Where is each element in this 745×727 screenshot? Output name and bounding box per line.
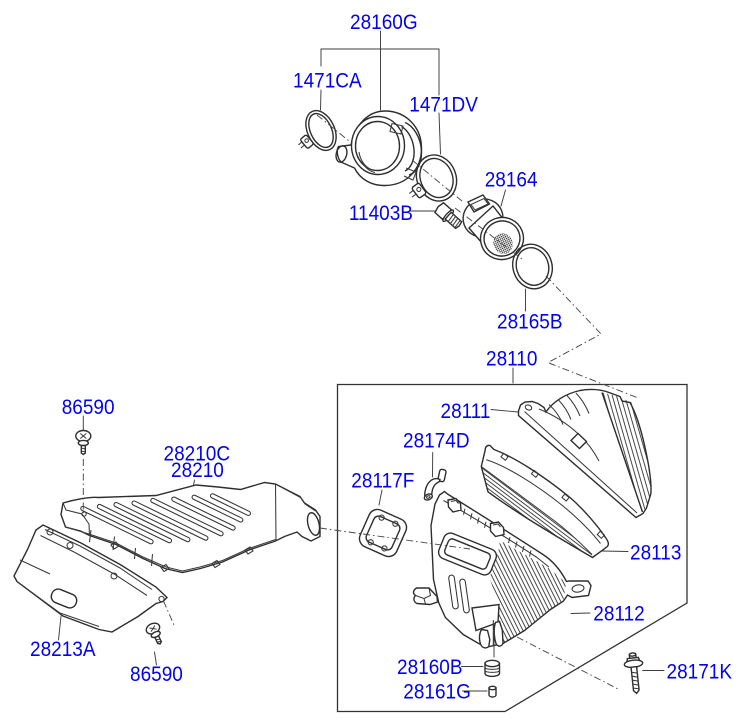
svg-text:28113: 28113 (630, 542, 681, 565)
svg-text:28160G: 28160G (350, 11, 418, 34)
svg-text:86590: 86590 (130, 663, 183, 686)
svg-text:28117F: 28117F (351, 470, 414, 493)
svg-text:28160B: 28160B (397, 656, 462, 679)
svg-text:28112: 28112 (593, 602, 644, 625)
svg-text:28171K: 28171K (667, 661, 733, 684)
svg-text:28111: 28111 (441, 400, 491, 423)
svg-text:86590: 86590 (62, 396, 115, 419)
svg-text:1471DV: 1471DV (409, 93, 478, 116)
svg-text:28164: 28164 (485, 169, 538, 192)
svg-text:28174D: 28174D (403, 430, 470, 453)
svg-text:28161G: 28161G (403, 681, 471, 704)
svg-text:28210: 28210 (171, 459, 224, 482)
svg-text:28165B: 28165B (497, 311, 562, 334)
svg-text:28213A: 28213A (30, 638, 96, 661)
svg-text:11403B: 11403B (349, 202, 413, 225)
svg-text:28110: 28110 (486, 348, 537, 371)
svg-text:28210C: 28210C (164, 443, 231, 466)
svg-text:1471CA: 1471CA (293, 70, 362, 93)
